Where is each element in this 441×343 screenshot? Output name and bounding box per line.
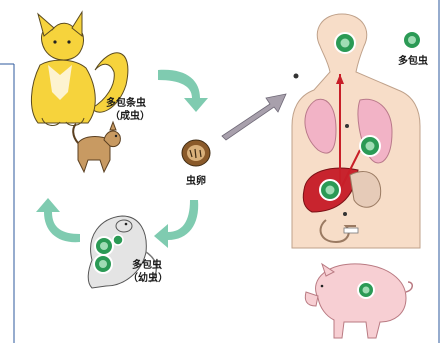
- label-larva-name: 多包虫: [132, 260, 162, 272]
- label-adult-name: 多包条虫: [106, 98, 146, 110]
- human-body-icon: [292, 14, 420, 248]
- cyst-icon: [403, 31, 421, 49]
- dog-icon: [73, 122, 120, 172]
- label-larva-stage: （幼虫）: [128, 273, 168, 285]
- egg-icon: [182, 140, 210, 166]
- label-legend-cyst: 多包虫: [398, 56, 428, 68]
- cycle-arrow-adult-to-egg: [158, 70, 208, 112]
- pig-icon: [305, 264, 412, 338]
- label-adult-stage: （成虫）: [110, 111, 150, 123]
- cycle-arrow-egg-to-larva: [154, 200, 198, 248]
- egg-dot: [294, 74, 299, 79]
- infection-arrow-to-human: [222, 94, 286, 140]
- cycle-arrow-larva-to-adult: [36, 198, 80, 242]
- label-egg: 虫卵: [186, 176, 206, 188]
